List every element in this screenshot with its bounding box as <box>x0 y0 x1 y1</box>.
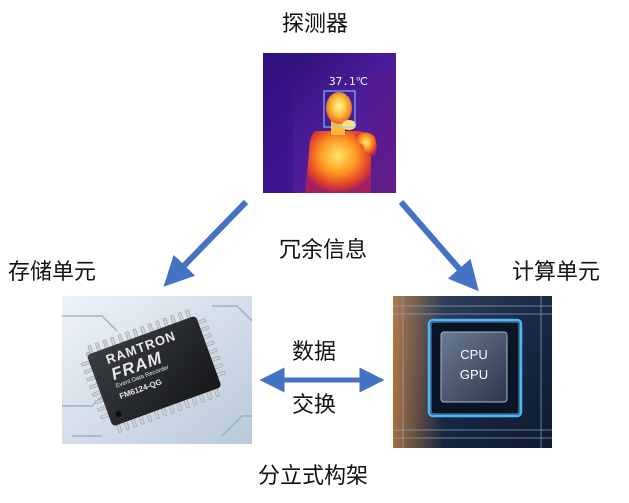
arrow-detector-to-compute <box>398 200 479 292</box>
chip-cpu-label: CPU <box>460 347 488 362</box>
compute-chip-image: CPU GPU <box>393 296 552 448</box>
detector-title: 探测器 <box>282 12 349 37</box>
chip-gpu-label: GPU <box>459 367 489 382</box>
arrow-detector-to-storage <box>163 199 249 287</box>
architecture-caption: 分立式构架 <box>258 464 369 489</box>
processor-board-background <box>393 296 552 448</box>
data-exchange-label-bottom: 交换 <box>292 393 337 418</box>
storage-chip-image: RAMTRON FRAM Event Data Recorder FM6124-… <box>62 296 252 444</box>
thermal-person-figure <box>263 53 396 193</box>
redundant-info-label: 冗余信息 <box>279 238 368 263</box>
data-exchange-label-top: 数据 <box>292 340 337 365</box>
circuit-board-background <box>62 296 252 444</box>
temperature-readout: 37.1℃ <box>329 75 368 88</box>
storage-title: 存储单元 <box>8 260 97 285</box>
thermal-camera-image: 37.1℃ <box>263 53 396 193</box>
compute-title: 计算单元 <box>512 260 601 285</box>
